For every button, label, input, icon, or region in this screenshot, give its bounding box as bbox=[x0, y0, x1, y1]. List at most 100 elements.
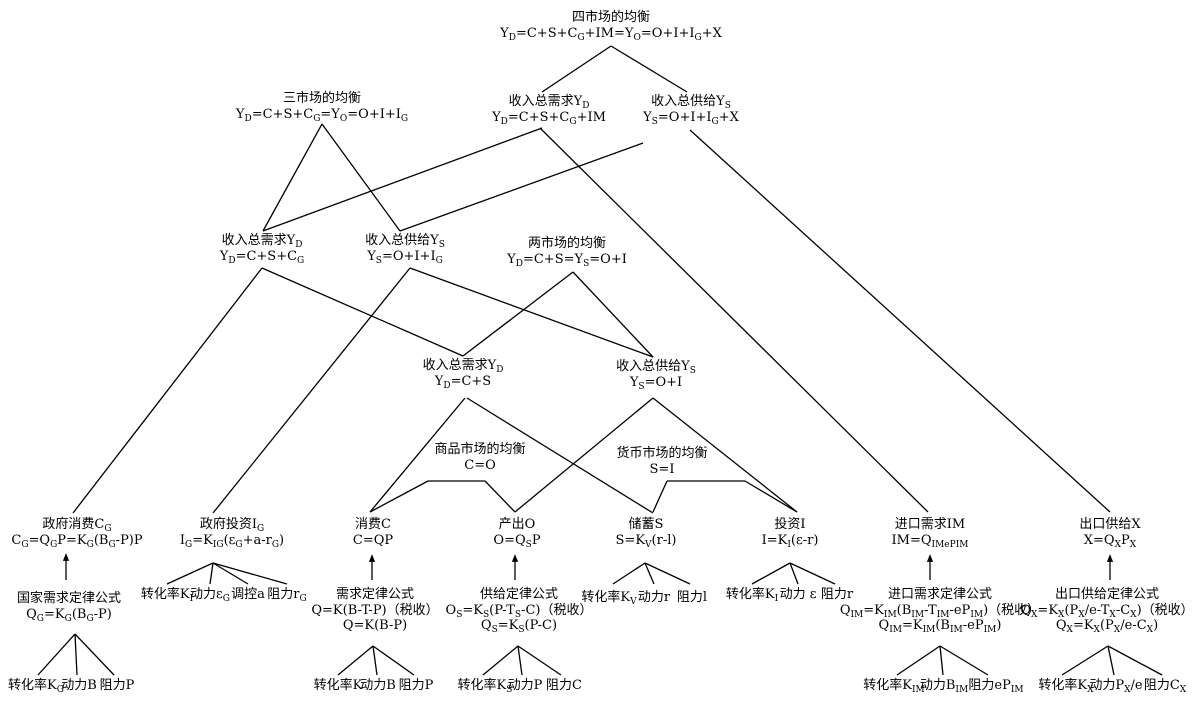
node-level3-income-demand: 收入总需求YD YD=C+S bbox=[422, 358, 504, 391]
node-title: 商品市场的均衡 bbox=[434, 442, 526, 457]
node-formula: QX=KX(PX/e-TX-CX)（税收） bbox=[1020, 602, 1194, 620]
node-goods-market-equilibrium: 商品市场的均衡 C=O bbox=[434, 442, 525, 473]
node-import-demand-law: 进口需求定律公式 QIM=KIM(BIM-TIM-ePIM)（税收） QIM=K… bbox=[839, 587, 1041, 636]
node-level2-income-demand: 收入总需求YD YD=C+S+CG bbox=[219, 233, 305, 266]
node-three-market-equilibrium: 三市场的均衡 YD=C+S+CG=YO=O+I+IG bbox=[235, 91, 409, 124]
factor-gov-law-rate: 转化率KG bbox=[8, 678, 64, 695]
node-formula: YD=C+S bbox=[434, 373, 492, 391]
node-government-demand-law: 国家需求定律公式 QG=KG(BG-P) bbox=[16, 591, 122, 624]
node-title: 货币市场的均衡 bbox=[616, 446, 708, 461]
node-title: 国家需求定律公式 bbox=[16, 591, 122, 606]
node-formula: CG=QGP=KG(BG-P)P bbox=[11, 532, 143, 550]
node-title: 收入总供给YS bbox=[365, 233, 445, 250]
factor-export-law-resistance: 阻力CX bbox=[1143, 678, 1187, 695]
node-import-demand: 进口需求IM IM=QIMePIM bbox=[891, 517, 969, 550]
node-formula: C=QP bbox=[352, 532, 394, 548]
factor-gov-inv-resistance: 阻力rG bbox=[267, 587, 307, 604]
node-formula: QG=KG(BG-P) bbox=[26, 606, 112, 624]
factor-import-law-driver: 动力BIM bbox=[919, 678, 969, 695]
node-formula-2: QIM=KIM(BIM-ePIM) bbox=[878, 618, 1002, 636]
node-formula: Q=K(B-T-P)（税收） bbox=[311, 602, 439, 618]
factor-invest-rate: 转化率KI bbox=[725, 587, 779, 604]
node-formula: O=QSP bbox=[493, 532, 541, 550]
node-title: 两市场的均衡 bbox=[527, 236, 606, 251]
node-formula: YS=O+I bbox=[629, 374, 683, 392]
node-title: 需求定律公式 bbox=[335, 587, 415, 602]
node-title: 政府消费CG bbox=[42, 517, 112, 534]
node-formula: IM=QIMePIM bbox=[891, 532, 969, 550]
node-formula-2: QS=KS(P-C) bbox=[480, 618, 558, 636]
node-title: 投资I bbox=[774, 517, 806, 532]
factor-supply-law-rate: 转化率KS bbox=[457, 678, 513, 695]
node-formula: C=O bbox=[464, 457, 496, 473]
node-formula: QIM=KIM(BIM-TIM-ePIM)（税收） bbox=[839, 602, 1041, 620]
node-export-supply: 出口供给X X=QXPX bbox=[1079, 517, 1141, 550]
node-formula: S=I bbox=[649, 461, 675, 477]
node-title: 收入总需求YD bbox=[422, 358, 504, 375]
node-title: 进口需求定律公式 bbox=[887, 587, 992, 602]
node-export-supply-law: 出口供给定律公式 QX=KX(PX/e-TX-CX)（税收） QX=KX(PX/… bbox=[1020, 587, 1194, 636]
node-formula: S=KV(r-l) bbox=[615, 532, 677, 550]
node-title: 三市场的均衡 bbox=[282, 91, 361, 106]
node-title: 出口供给定律公式 bbox=[1054, 587, 1160, 602]
factor-demand-law-driver: 动力B bbox=[360, 678, 396, 693]
node-investment: 投资I I=KI(ε-r) bbox=[761, 517, 819, 550]
node-two-market-equilibrium: 两市场的均衡 YD=C+S=YS=O+I bbox=[507, 236, 627, 269]
node-formula: YD=C+S+CG+IM=YO=O+I+IG+X bbox=[500, 25, 722, 43]
factor-gov-inv-rate: 转化率KI bbox=[140, 587, 194, 604]
node-saving: 储蓄S S=KV(r-l) bbox=[615, 517, 677, 550]
node-title: 收入总供给YS bbox=[616, 359, 696, 376]
node-title: 出口供给X bbox=[1079, 517, 1141, 532]
node-formula-2: QX=KX(PX/e-CX) bbox=[1055, 618, 1159, 636]
node-four-market-equilibrium: 四市场的均衡 YD=C+S+CG+IM=YO=O+I+IG+X bbox=[500, 10, 722, 43]
node-title: 供给定律公式 bbox=[479, 587, 558, 602]
node-formula: YD=C+S+CG+IM bbox=[492, 109, 606, 127]
factor-supply-law-driver: 动力P bbox=[507, 678, 543, 693]
node-title: 四市场的均衡 bbox=[571, 10, 650, 25]
node-government-investment: 政府投资IG IG=KIG(εG+a-rG) bbox=[179, 517, 285, 550]
node-formula-2: Q=K(B-P) bbox=[342, 618, 408, 634]
node-formula: X=QXPX bbox=[1083, 532, 1137, 550]
node-government-consumption: 政府消费CG CG=QGP=KG(BG-P)P bbox=[11, 517, 143, 550]
node-money-market-equilibrium: 货币市场的均衡 S=I bbox=[616, 446, 707, 477]
node-formula: YS=O+I+IG bbox=[367, 248, 443, 266]
node-supply-law: 供给定律公式 OS=KS(P-TS-C)（税收） QS=KS(P-C) bbox=[446, 587, 593, 636]
factor-saving-rate: 转化率KV bbox=[581, 590, 637, 607]
node-title: 产出O bbox=[498, 517, 536, 532]
node-consumption: 消费C C=QP bbox=[353, 517, 393, 548]
node-title: 储蓄S bbox=[628, 517, 664, 532]
node-formula: IG=KIG(εG+a-rG) bbox=[179, 532, 285, 550]
factor-import-law-resistance: 阻力ePIM bbox=[968, 678, 1024, 695]
factor-import-law-rate: 转化率KIM bbox=[863, 678, 925, 695]
node-title: 收入总供给YS bbox=[651, 94, 731, 111]
factor-saving-resistance: 阻力l bbox=[676, 590, 708, 605]
factor-invest-driver: 动力 ε bbox=[779, 587, 817, 602]
factor-saving-driver: 动力r bbox=[637, 590, 671, 605]
factor-demand-law-rate: 转化率K bbox=[313, 678, 363, 693]
factor-gov-inv-driver: 动力εG bbox=[190, 587, 230, 604]
node-demand-law: 需求定律公式 Q=K(B-T-P)（税收） Q=K(B-P) bbox=[311, 587, 438, 634]
factor-gov-law-resistance: 阻力P bbox=[99, 678, 135, 693]
connector-lines bbox=[37, 45, 1163, 676]
node-formula: YD=C+S=YS=O+I bbox=[507, 251, 627, 269]
node-title: 收入总需求YD bbox=[508, 94, 590, 111]
node-title: 政府投资IG bbox=[199, 517, 265, 534]
node-level2-income-supply: 收入总供给YS YS=O+I+IG bbox=[365, 233, 445, 266]
node-output: 产出O O=QSP bbox=[493, 517, 541, 550]
node-level1-income-supply: 收入总供给YS YS=O+I+IG+X bbox=[643, 94, 739, 127]
node-formula: I=KI(ε-r) bbox=[761, 532, 819, 550]
node-title: 消费C bbox=[355, 517, 391, 532]
node-title: 进口需求IM bbox=[894, 517, 966, 532]
factor-gov-law-driver: 动力B bbox=[61, 678, 97, 693]
node-level3-income-supply: 收入总供给YS YS=O+I bbox=[616, 359, 696, 392]
node-title: 收入总需求YD bbox=[221, 233, 303, 250]
node-formula: YD=C+S+CG bbox=[219, 248, 305, 266]
node-formula: YD=C+S+CG=YO=O+I+IG bbox=[235, 106, 409, 124]
factor-export-law-driver: 动力PX/e bbox=[1089, 678, 1143, 695]
node-level1-income-demand: 收入总需求YD YD=C+S+CG+IM bbox=[492, 94, 606, 127]
factor-export-law-rate: 转化率KX bbox=[1038, 678, 1094, 695]
node-formula: YS=O+I+IG+X bbox=[643, 109, 739, 127]
factor-gov-inv-control: 调控a bbox=[231, 587, 265, 602]
factor-demand-law-resistance: 阻力P bbox=[398, 678, 434, 693]
